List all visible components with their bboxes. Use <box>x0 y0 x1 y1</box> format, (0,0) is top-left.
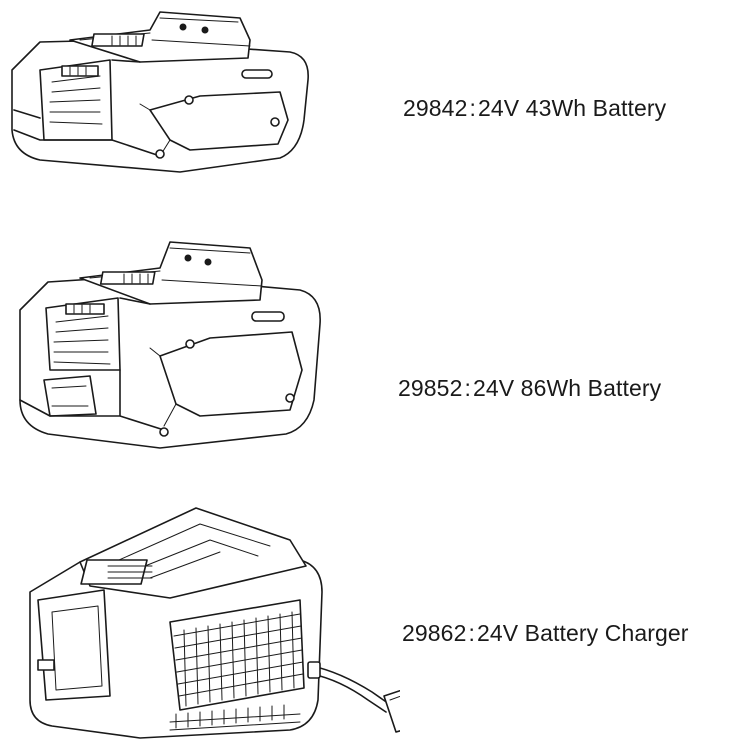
product-description: 24V 43Wh Battery <box>477 95 667 121</box>
separator: : <box>464 375 471 401</box>
product-item-29862: 29862:24V Battery Charger <box>0 500 731 753</box>
separator: : <box>468 620 475 646</box>
product-code: 29862 <box>402 620 467 646</box>
battery-charger-icon <box>0 500 400 753</box>
product-label: 29862:24V Battery Charger <box>402 620 689 647</box>
product-description: 24V Battery Charger <box>476 620 689 646</box>
product-code: 29852 <box>398 375 463 401</box>
product-description: 24V 86Wh Battery <box>472 375 662 401</box>
product-label: 29842:24V 43Wh Battery <box>403 95 666 122</box>
product-code: 29842 <box>403 95 468 121</box>
battery-large-icon <box>0 220 340 465</box>
product-item-29842: 29842:24V 43Wh Battery <box>0 0 731 200</box>
product-label: 29852:24V 86Wh Battery <box>398 375 661 402</box>
separator: : <box>469 95 476 121</box>
product-item-29852: 29852:24V 86Wh Battery <box>0 220 731 465</box>
battery-small-icon <box>0 0 330 200</box>
